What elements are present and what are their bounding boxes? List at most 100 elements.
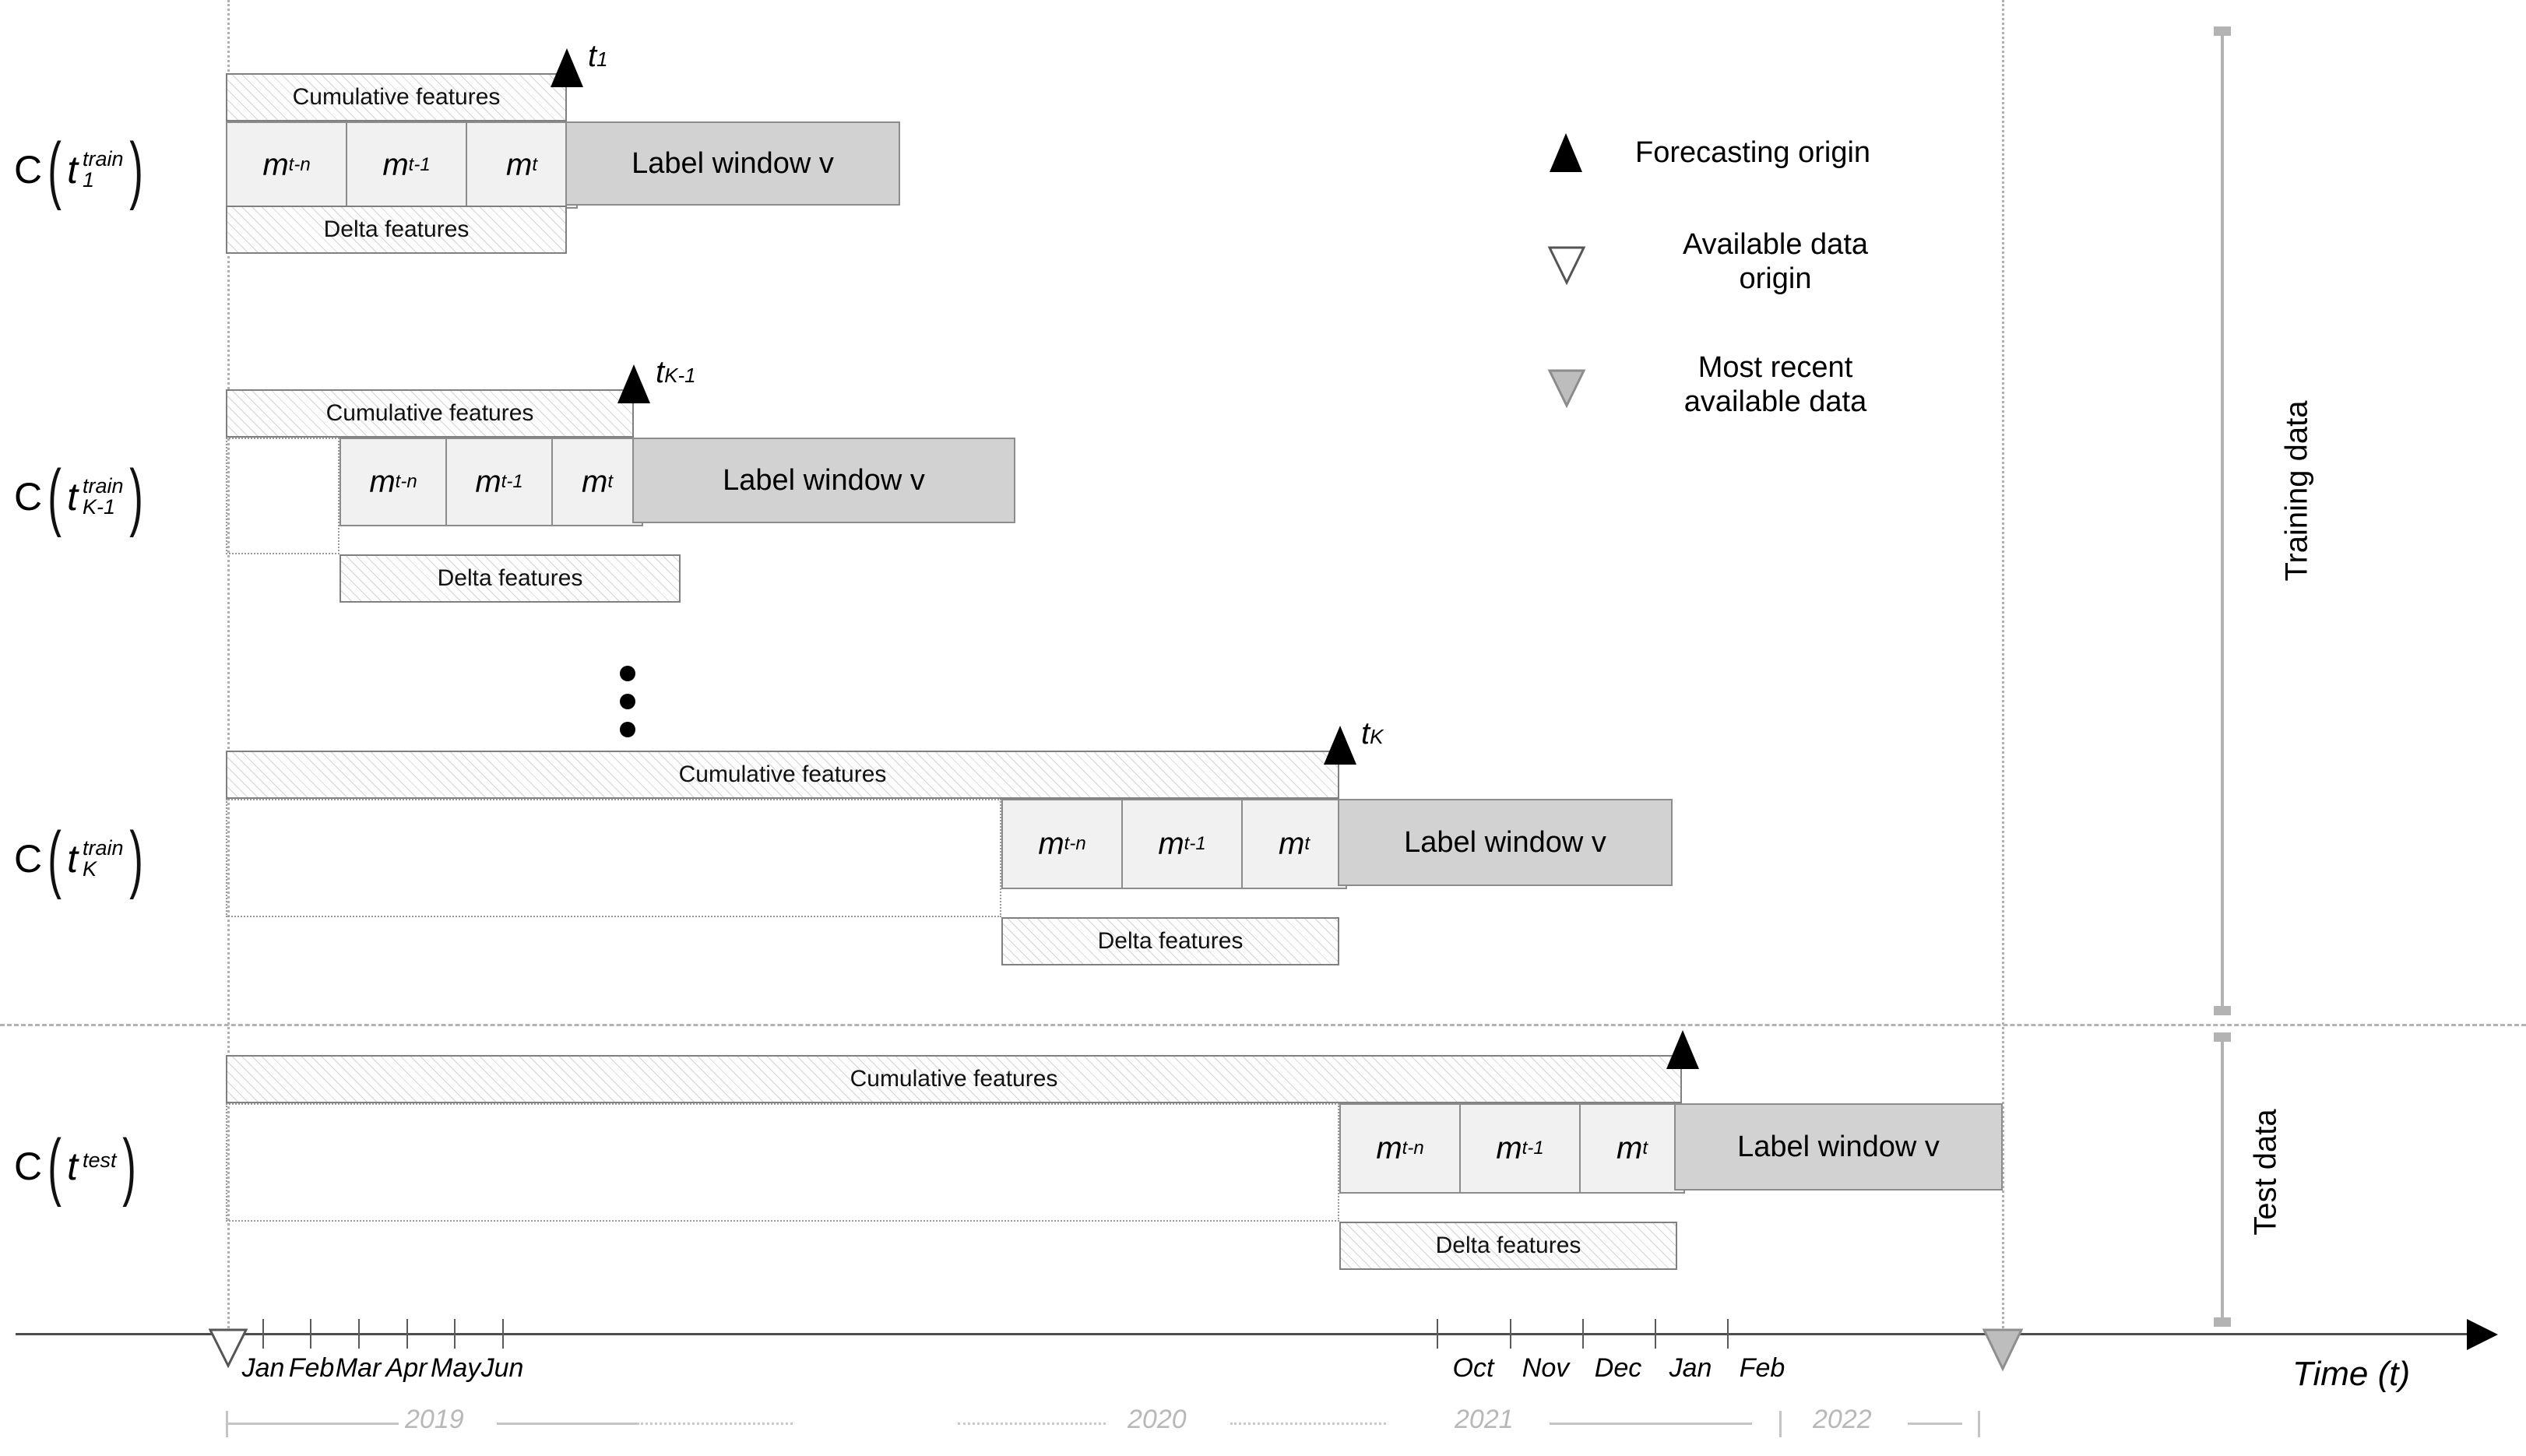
axis-month-feb-2019: Feb — [288, 1353, 335, 1383]
time-axis-arrow-icon — [2467, 1319, 2498, 1350]
legend-item-2-line2: available data — [1683, 385, 1867, 418]
year-bar-mid-cap — [1779, 1411, 1782, 1437]
axis-available-data-origin-icon — [208, 1328, 248, 1369]
axis-tick — [1582, 1319, 1584, 1349]
row-test-paren-close: ) — [121, 1124, 136, 1208]
row-2-origin-label: tK-1 — [656, 355, 696, 390]
row-3-caption-supsub: train K — [83, 838, 124, 880]
ellipsis-dot — [620, 694, 635, 709]
row-2-caption-c: C — [14, 475, 43, 519]
row-1-delta-features-label: Delta features — [323, 216, 470, 242]
year-label-2022: 2022 — [1813, 1405, 1872, 1434]
test-data-bracket-cap-bottom — [2214, 1317, 2231, 1327]
row-2-caption-sub: K-1 — [82, 495, 116, 519]
row-1-delta-features: Delta features — [226, 206, 567, 254]
row-test-m-box-1-base: m — [1496, 1131, 1522, 1166]
row-test-label-window-text: Label window v — [1737, 1130, 1940, 1163]
row-3-label-window: Label window v — [1338, 799, 1673, 886]
row-3-m-box-2-base: m — [1279, 826, 1305, 861]
year-bar-dotted-0 — [958, 1423, 1106, 1425]
row-1-cumulative-features: Cumulative features — [226, 73, 567, 121]
row-2-delta-features-label: Delta features — [437, 565, 583, 591]
row-3-m-box-2-sub: t — [1304, 833, 1310, 854]
axis-month-feb-2022: Feb — [1739, 1353, 1785, 1383]
row-1-paren-open: ( — [47, 127, 62, 211]
year-bar-seg-2021-right — [1550, 1423, 1752, 1425]
row-1-forecasting-origin-icon — [551, 48, 583, 87]
training-data-bracket-cap-top — [2214, 26, 2231, 36]
axis-tick — [1437, 1319, 1438, 1349]
row-test-caption-c: C — [14, 1145, 43, 1188]
axis-tick — [1727, 1319, 1729, 1349]
row-test-caption-sup: test — [82, 1148, 117, 1172]
row-2-m-box-2-base: m — [582, 464, 608, 499]
row-3-caption-t: t — [67, 837, 78, 881]
legend-item-0-text: Forecasting origin — [1635, 136, 1871, 169]
row-3-origin-label-t: t — [1361, 716, 1370, 751]
row-2-caption: C ( t train K-1 ) — [14, 459, 223, 534]
row-3-cumulative-features-label: Cumulative features — [678, 761, 887, 787]
row-2-cumulative-features-label: Cumulative features — [325, 400, 534, 426]
row-3-m-box-1-base: m — [1158, 826, 1184, 861]
axis-tick — [454, 1319, 456, 1349]
axis-tick — [358, 1319, 360, 1349]
legend-item-2-line1: Most recent — [1697, 351, 1853, 384]
row-2-caption-t: t — [67, 475, 78, 519]
row-1-m-box-0-sub: t-n — [288, 154, 311, 175]
row-3-caption-c: C — [14, 837, 43, 881]
row-1-cumulative-features-label: Cumulative features — [292, 84, 501, 110]
row-test-paren-open: ( — [47, 1124, 62, 1208]
row-1-caption-sup: train — [82, 147, 124, 171]
row-test-delta-features: Delta features — [1339, 1222, 1677, 1270]
row-3-label-window-text: Label window v — [1404, 825, 1606, 859]
axis-month-mar-2019: Mar — [335, 1353, 382, 1383]
row-3-m-box-1-sub: t-1 — [1184, 833, 1206, 854]
row-1-caption-t: t — [67, 148, 78, 192]
axis-tick — [1510, 1319, 1511, 1349]
training-data-label-wrap: Training data — [2149, 400, 2445, 581]
legend-most-recent-data-icon — [1547, 368, 1586, 409]
row-1-paren-close: ) — [128, 127, 143, 211]
row-2-origin-label-sub: K-1 — [664, 364, 696, 387]
row-1-caption-supsub: train 1 — [83, 149, 124, 191]
row-2-caption-sup: train — [82, 474, 124, 498]
axis-month-apr-2019: Apr — [385, 1353, 427, 1383]
row-1-m-box-2-sub: t — [532, 154, 537, 175]
row-3-delta-features-label: Delta features — [1097, 928, 1244, 954]
rows-ellipsis — [620, 666, 635, 737]
time-axis-line — [16, 1333, 2468, 1335]
row-3-cumulative-features: Cumulative features — [226, 751, 1339, 799]
axis-month-oct-2021: Oct — [1452, 1353, 1494, 1383]
year-label-2021: 2021 — [1455, 1405, 1514, 1434]
year-bar-dotted-1 — [637, 1423, 793, 1425]
axis-tick — [406, 1319, 408, 1349]
legend-most-recent-data-label: Most recent available data — [1612, 351, 1939, 419]
legend-forecasting-origin-label: Forecasting origin — [1635, 136, 1993, 171]
year-bar-seg-2022-right — [1908, 1423, 1962, 1425]
row-test-caption-supsub: test — [82, 1148, 117, 1172]
row-test-cumulative-features: Cumulative features — [226, 1055, 1682, 1103]
axis-tick — [310, 1319, 311, 1349]
axis-tick — [1655, 1319, 1656, 1349]
legend-available-data-origin-label: Available data origin — [1612, 228, 1939, 296]
legend: Forecasting origin Available data origin… — [1511, 128, 1993, 487]
row-1-m-box-1-sub: t-1 — [408, 154, 431, 175]
row-1-caption: C ( t train 1 ) — [14, 132, 223, 207]
row-3-context-frame — [226, 799, 1001, 917]
row-test-m-box-2-sub: t — [1642, 1138, 1648, 1159]
row-test-m-box-0-base: m — [1376, 1131, 1402, 1166]
time-axis-label: Time (t) — [2292, 1355, 2411, 1393]
row-2-label-window-text: Label window v — [723, 463, 925, 497]
row-2-paren-close: ) — [128, 454, 143, 538]
legend-item-1-line2: origin — [1739, 262, 1812, 295]
